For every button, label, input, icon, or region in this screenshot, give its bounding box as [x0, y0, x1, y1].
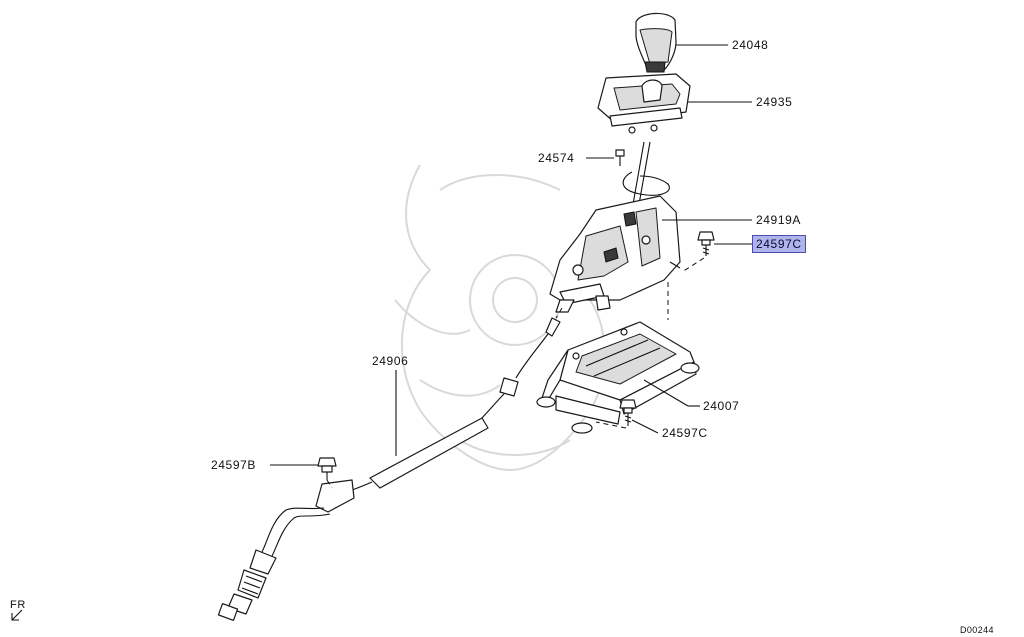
part-label-24007[interactable]: 24007 [703, 399, 740, 413]
watermark-emblem [394, 164, 606, 472]
screw-24574-part[interactable] [615, 149, 625, 166]
base-bracket-part[interactable] [536, 321, 700, 434]
part-label-24048[interactable]: 24048 [732, 38, 769, 52]
bolt-24597c-bottom-part[interactable] [619, 399, 637, 426]
front-direction-arrow-icon [11, 609, 23, 621]
direction-label: FR [10, 599, 26, 611]
part-label-24597c[interactable]: 24597C [662, 426, 708, 440]
part-label-24919a[interactable]: 24919A [756, 213, 801, 227]
shift-knob-part[interactable] [635, 12, 677, 73]
dash-24597b [326, 479, 333, 489]
leader-24007 [643, 379, 689, 407]
bolt-24597c-top-part[interactable] [697, 231, 715, 256]
dash-24597c-top [681, 257, 705, 273]
part-label-24574[interactable]: 24574 [538, 151, 575, 165]
indicator-panel-part[interactable] [597, 73, 691, 134]
bolt-24597b-part[interactable] [317, 457, 337, 480]
shift-cable-part[interactable] [217, 307, 563, 621]
part-label-24597c-highlighted[interactable]: 24597C [752, 235, 806, 253]
diagram-code: D00244 [960, 625, 994, 635]
part-label-24597b[interactable]: 24597B [211, 458, 256, 472]
shift-lever-assembly-part[interactable] [549, 141, 681, 313]
part-label-24935[interactable]: 24935 [756, 95, 793, 109]
leader-24597c-bottom [631, 419, 659, 434]
part-label-24906[interactable]: 24906 [372, 354, 409, 368]
